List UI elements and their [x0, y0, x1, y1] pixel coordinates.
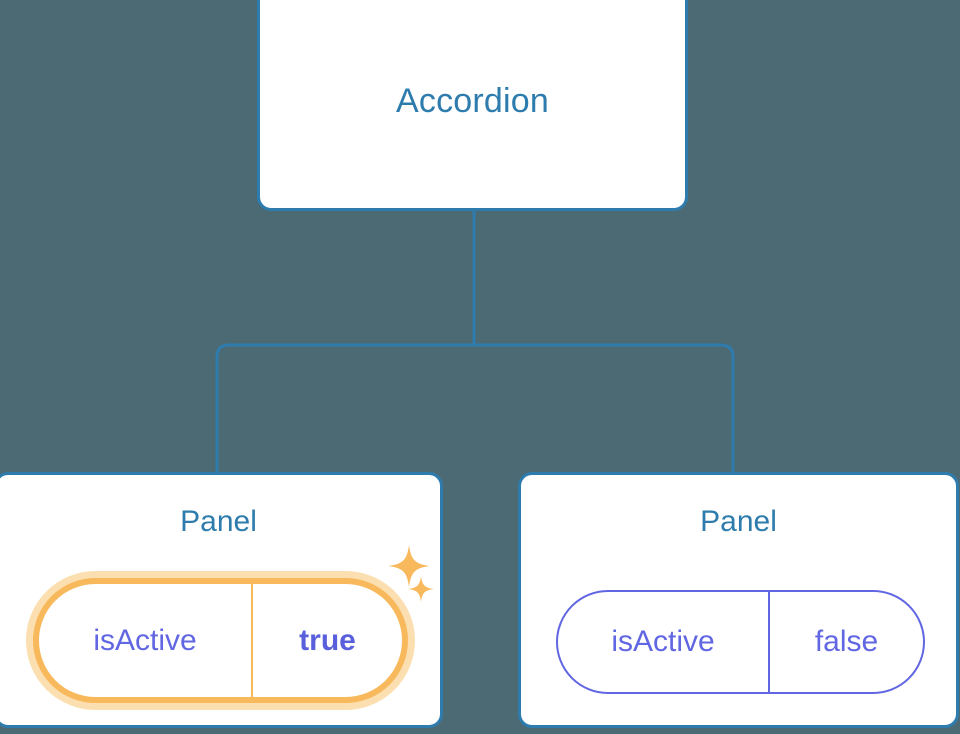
prop-value-true: true: [299, 623, 356, 657]
prop-pill-isactive-false[interactable]: isActive false: [556, 590, 925, 694]
prop-value-false: false: [814, 625, 879, 658]
prop-key-isactive: isActive: [558, 592, 770, 692]
connector-branch-right: [474, 343, 735, 474]
connector-branch-left: [215, 343, 474, 474]
prop-pill-inner: isActive true: [33, 578, 408, 703]
prop-key-isactive: isActive: [39, 584, 253, 697]
node-panel-inactive-title: Panel: [700, 505, 777, 538]
node-accordion-title: Accordion: [396, 82, 549, 120]
node-panel-active-title: Panel: [180, 505, 257, 538]
node-accordion[interactable]: Accordion: [257, 0, 688, 211]
prop-pill-isactive-true[interactable]: isActive true: [26, 571, 415, 710]
